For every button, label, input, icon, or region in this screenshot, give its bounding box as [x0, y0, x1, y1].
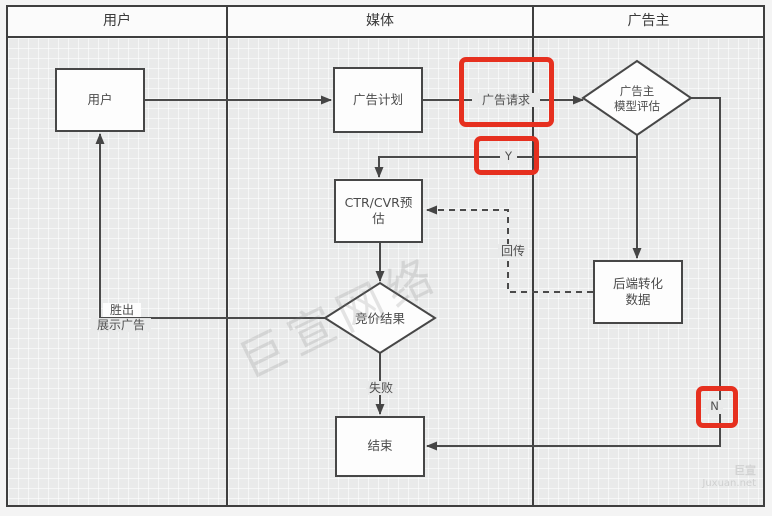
edge-label-win-line1: 胜出 — [103, 303, 141, 318]
node-end-label: 结束 — [367, 438, 393, 454]
edge-label-win-line2: 展示广告 — [91, 318, 151, 333]
node-bid-result-label: 竞价结果 — [340, 311, 420, 327]
eval-line2: 模型评估 — [614, 98, 660, 113]
lane-divider-2 — [532, 7, 534, 505]
highlight-box-ad-request — [459, 57, 554, 127]
node-ctr-line1: CTR/CVR预 — [344, 194, 413, 210]
header-separator — [8, 36, 763, 38]
edge-label-callback: 回传 — [498, 244, 528, 259]
edge-label-ad-request: 广告请求 — [472, 93, 540, 108]
node-ctr-line2: 估 — [372, 211, 385, 226]
edge-label-fail: 失败 — [366, 381, 396, 396]
edge-eval-yes-to-ctr — [374, 156, 637, 178]
node-advertiser-model-eval-label: 广告主 模型评估 — [599, 84, 675, 114]
edge-label-no: N — [706, 399, 723, 414]
node-end: 结束 — [335, 416, 425, 477]
diamond-bid-result — [323, 281, 437, 355]
edge-bid-win-to-user — [95, 133, 325, 319]
edge-label-yes: Y — [500, 149, 517, 164]
lane-header-advertiser: 广告主 — [627, 13, 670, 29]
highlight-box-yes — [474, 136, 539, 175]
lane-header-media: 媒体 — [366, 13, 394, 29]
node-backend-line2: 数据 — [625, 292, 651, 307]
node-ctr-cvr-forecast: CTR/CVR预 估 — [334, 179, 423, 243]
highlight-box-no — [696, 386, 738, 428]
lane-header-user: 用户 — [103, 13, 131, 29]
node-ad-plan: 广告计划 — [333, 67, 423, 133]
lane-divider-1 — [226, 7, 228, 505]
node-user: 用户 — [55, 68, 145, 132]
edge-eval-no-to-end — [426, 97, 721, 451]
node-backend-conversion-data: 后端转化 数据 — [593, 260, 683, 324]
bid-label: 竞价结果 — [354, 311, 405, 326]
eval-line1: 广告主 — [619, 84, 655, 98]
node-ad-plan-label: 广告计划 — [352, 91, 403, 107]
node-backend-line1: 后端转化 — [612, 275, 663, 291]
diamond-advertiser-model-eval — [581, 59, 693, 137]
node-user-label: 用户 — [87, 91, 113, 107]
